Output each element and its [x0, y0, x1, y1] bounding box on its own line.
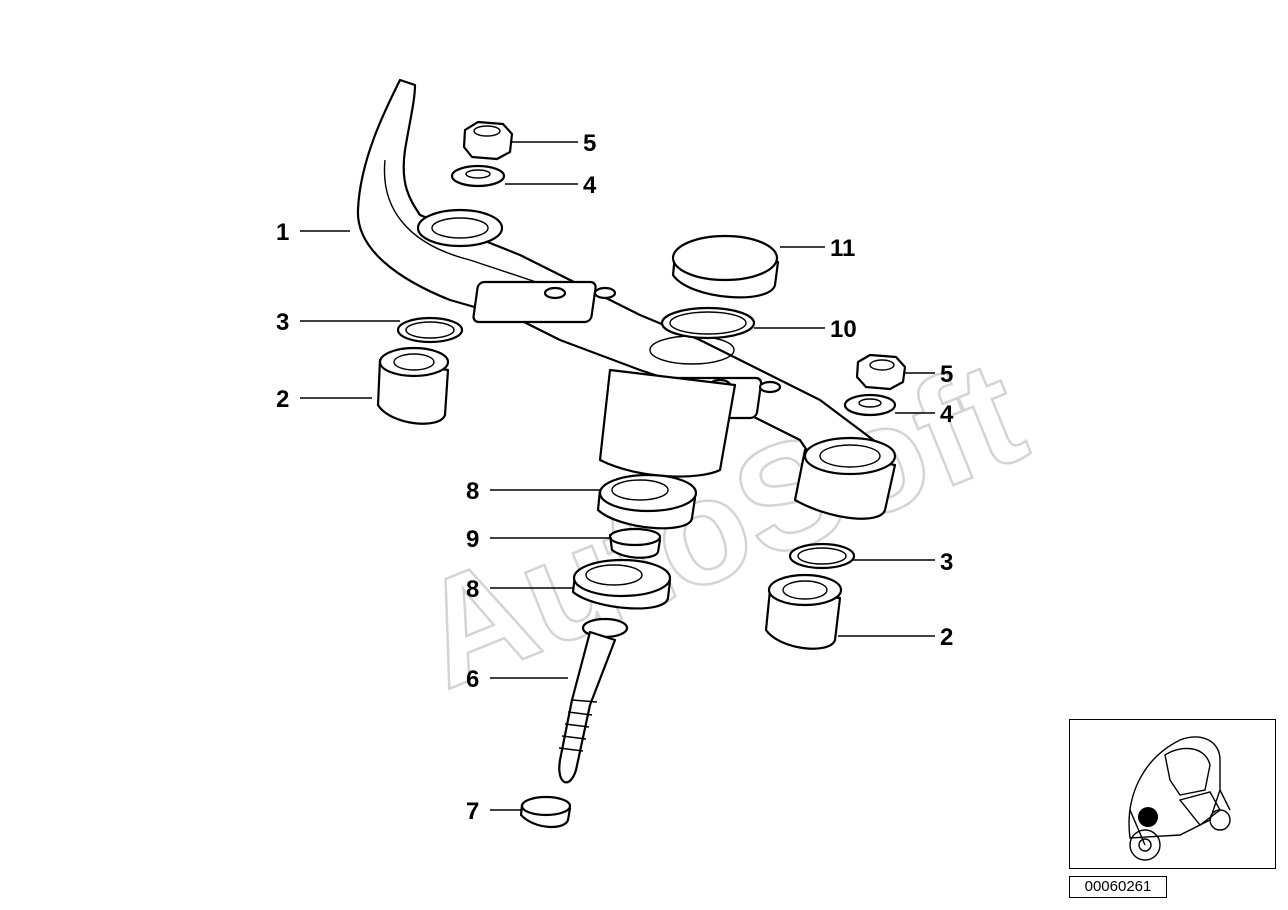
part-10-circlip — [660, 306, 756, 340]
part-9-spacer — [608, 527, 662, 559]
part-6-pin — [558, 617, 629, 784]
part-2-bushing-left — [376, 346, 450, 425]
callout-8-upper: 8 — [466, 478, 479, 505]
vehicle-thumbnail — [1069, 719, 1276, 869]
part-11-cap — [671, 234, 780, 299]
part-5-nut-right — [855, 353, 907, 391]
diagram-id-label: 00060261 — [1069, 876, 1167, 898]
part-8-bearing-lower — [571, 558, 672, 610]
leader-lines — [300, 141, 935, 811]
part-5-nut-upper — [462, 120, 514, 161]
scooter-location-icon — [1128, 736, 1231, 861]
callout-2-left: 2 — [276, 386, 289, 413]
part-7-nut — [519, 795, 572, 828]
callout-6: 6 — [466, 666, 479, 693]
part-1-handlebar-bracket — [356, 78, 897, 520]
part-8-bearing-upper — [596, 473, 698, 530]
callout-4-upper: 4 — [583, 172, 597, 199]
part-2-bushing-right — [764, 573, 843, 650]
part-3-circlip-right — [788, 542, 856, 570]
part-4-washer-upper — [450, 164, 506, 188]
part-3-circlip-left — [396, 316, 464, 344]
callout-11: 11 — [830, 235, 855, 262]
callout-4-right: 4 — [940, 401, 954, 428]
callout-2-right: 2 — [940, 624, 953, 651]
part-4-washer-right — [843, 393, 897, 417]
callout-5-right: 5 — [940, 361, 953, 388]
callout-7: 7 — [466, 798, 479, 825]
callout-9: 9 — [466, 526, 479, 553]
callout-8-lower: 8 — [466, 576, 479, 603]
callout-10: 10 — [830, 316, 857, 343]
callout-3-right: 3 — [940, 549, 953, 576]
callout-1: 1 — [276, 219, 289, 246]
callout-3-left: 3 — [276, 309, 289, 336]
callout-5-upper: 5 — [583, 130, 596, 157]
